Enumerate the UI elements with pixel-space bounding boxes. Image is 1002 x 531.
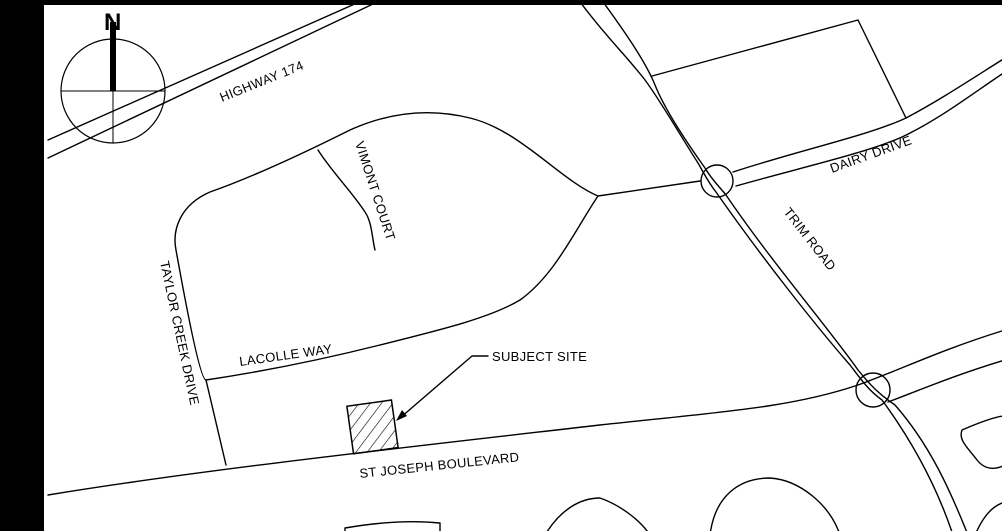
highway-174-road xyxy=(47,0,384,159)
dairy-drive-road xyxy=(732,59,1002,187)
st-joseph-boulevard-road xyxy=(47,330,1002,496)
loop-road xyxy=(174,111,701,381)
north-roundabout xyxy=(700,164,734,198)
taylor-creek-drive-label: TAYLOR CREEK DRIVE xyxy=(157,260,202,407)
map-border-left xyxy=(0,0,44,531)
subject-site-parcel xyxy=(346,399,399,455)
north-arrow: N xyxy=(60,9,166,144)
south-roundabout xyxy=(855,372,891,408)
map-border-top xyxy=(0,0,1002,5)
st-joseph-boulevard-label: ST JOSEPH BOULEVARD xyxy=(359,449,520,481)
lacolle-way-label: LACOLLE WAY xyxy=(238,341,333,369)
vimont-court-road xyxy=(317,149,376,251)
parcel-outline xyxy=(651,19,907,119)
dairy-drive-label: DAIRY DRIVE xyxy=(828,132,914,175)
parcel-bottom-3 xyxy=(709,477,840,531)
trim-road-label: TRIM ROAD xyxy=(781,205,839,274)
subject-site-label: SUBJECT SITE xyxy=(492,349,587,364)
parcel-right-2 xyxy=(976,502,1002,531)
subject-site-leader xyxy=(396,355,489,421)
parcel-right-1 xyxy=(960,415,1002,469)
vimont-court-label: VIMONT COURT xyxy=(352,139,398,242)
parcel-bottom-1 xyxy=(344,520,441,531)
taylor-creek-drive-road xyxy=(205,379,227,466)
parcel-bottom-2 xyxy=(546,497,648,531)
highway-174-label: HIGHWAY 174 xyxy=(218,58,306,105)
trim-road xyxy=(577,0,968,531)
